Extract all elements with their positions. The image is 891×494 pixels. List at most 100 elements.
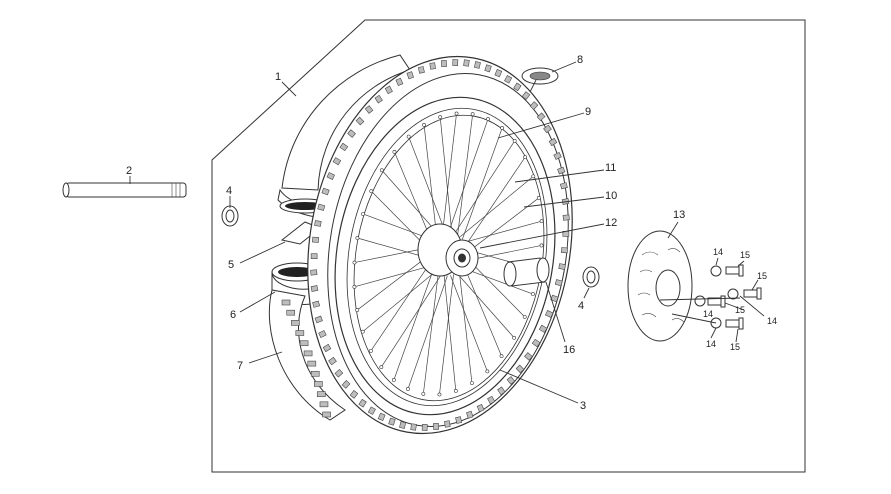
spoke-nipple (500, 126, 505, 130)
bolt-15a (725, 264, 744, 277)
spoke-nipple (406, 134, 411, 139)
spoke-nipple (369, 189, 374, 194)
tread-block (513, 82, 522, 92)
tread-block (484, 64, 492, 73)
fasteners (694, 264, 762, 330)
tread-block (452, 59, 459, 66)
spoke (443, 275, 457, 391)
spoke-nipple (355, 308, 360, 312)
tire-tread (310, 59, 570, 431)
spoke-nipple (523, 155, 528, 160)
callout-labels: 1 2 4 5 6 7 8 9 11 10 12 13 4 16 3 14 15… (126, 54, 777, 412)
tread-block (559, 182, 568, 190)
spoke (462, 127, 503, 240)
tread-block (476, 403, 485, 413)
spoke-nipple (437, 392, 442, 397)
leader-lines (129, 61, 765, 404)
tread-block (417, 66, 425, 74)
washer-14c (694, 295, 706, 307)
tread-block (339, 142, 349, 152)
callout-9: 9 (585, 106, 591, 118)
spoke-nipple (352, 284, 357, 289)
valve-part (521, 67, 559, 93)
tread-block (291, 320, 300, 326)
tread-block (466, 410, 474, 419)
callout-14-c: 14 (703, 309, 713, 319)
spoke (394, 151, 433, 244)
spoke-nipple (454, 111, 459, 116)
spoke (465, 197, 540, 254)
spoke-nipple (470, 112, 475, 117)
tread-block (557, 166, 566, 175)
spoke (356, 254, 431, 311)
tread-block (487, 395, 496, 405)
tread-block (358, 398, 367, 408)
callout-8: 8 (577, 54, 583, 66)
brake-disc-part (627, 230, 693, 342)
axle-part (62, 182, 187, 198)
tread-block (286, 309, 296, 316)
spoke-nipple (536, 196, 541, 200)
spoke (423, 124, 438, 238)
tread-block (374, 94, 383, 104)
tread-block (312, 300, 321, 308)
tread-block (463, 59, 470, 67)
tread-block (367, 406, 376, 415)
spoke (454, 140, 515, 234)
spoke-nipple (531, 174, 536, 179)
tread-block (310, 285, 319, 292)
tread-block (364, 105, 374, 114)
spoke-nipple (406, 387, 410, 391)
callout-1: 1 (275, 71, 281, 83)
callout-4-right: 4 (578, 300, 584, 312)
tread-block (328, 356, 337, 366)
tread-block (538, 324, 548, 333)
tread-block (316, 391, 326, 397)
bolt-15c (707, 295, 726, 308)
callout-5: 5 (228, 259, 234, 271)
spoke-nipple (512, 335, 517, 340)
tread-block (303, 350, 313, 357)
spoke-nipple (470, 381, 474, 385)
tread-block (548, 137, 558, 147)
tread-block (307, 360, 317, 367)
tread-block (314, 315, 323, 324)
tread-block (334, 368, 344, 378)
callout-2: 2 (126, 165, 132, 177)
spoke-nipple (360, 329, 365, 334)
spoke-nipple (379, 168, 384, 173)
tread-block (299, 340, 309, 347)
spoke (463, 220, 542, 243)
tread-block (399, 421, 407, 429)
tread-block (504, 75, 513, 84)
spoke (407, 275, 448, 390)
spoke (458, 270, 473, 384)
callout-7: 7 (237, 360, 243, 372)
tread-block (395, 77, 404, 87)
tread-block (310, 370, 320, 377)
tire-segment-part (268, 289, 346, 421)
tire-upper-part (281, 54, 411, 191)
washer-14a (710, 265, 722, 277)
spoke-nipple (522, 314, 527, 319)
spoke-nipple (368, 348, 373, 353)
bolt-15b (743, 287, 762, 300)
hub-spacer-part (503, 257, 550, 287)
spoke-nipple (421, 391, 426, 396)
tread-block (384, 85, 393, 95)
tread-block (531, 338, 541, 348)
spoke-nipple (539, 219, 544, 224)
tread-block (553, 151, 562, 160)
wheel-assembly (307, 55, 573, 435)
spoke (393, 268, 434, 381)
spoke-nipple (499, 354, 504, 359)
spoke-nipple (391, 378, 396, 382)
tread-block (497, 386, 506, 396)
tread-block (406, 71, 414, 80)
spoke (457, 114, 474, 235)
tread-block (341, 380, 351, 389)
tread-block (543, 124, 552, 134)
spoke-nipple (352, 260, 357, 265)
tread-block (433, 423, 439, 430)
